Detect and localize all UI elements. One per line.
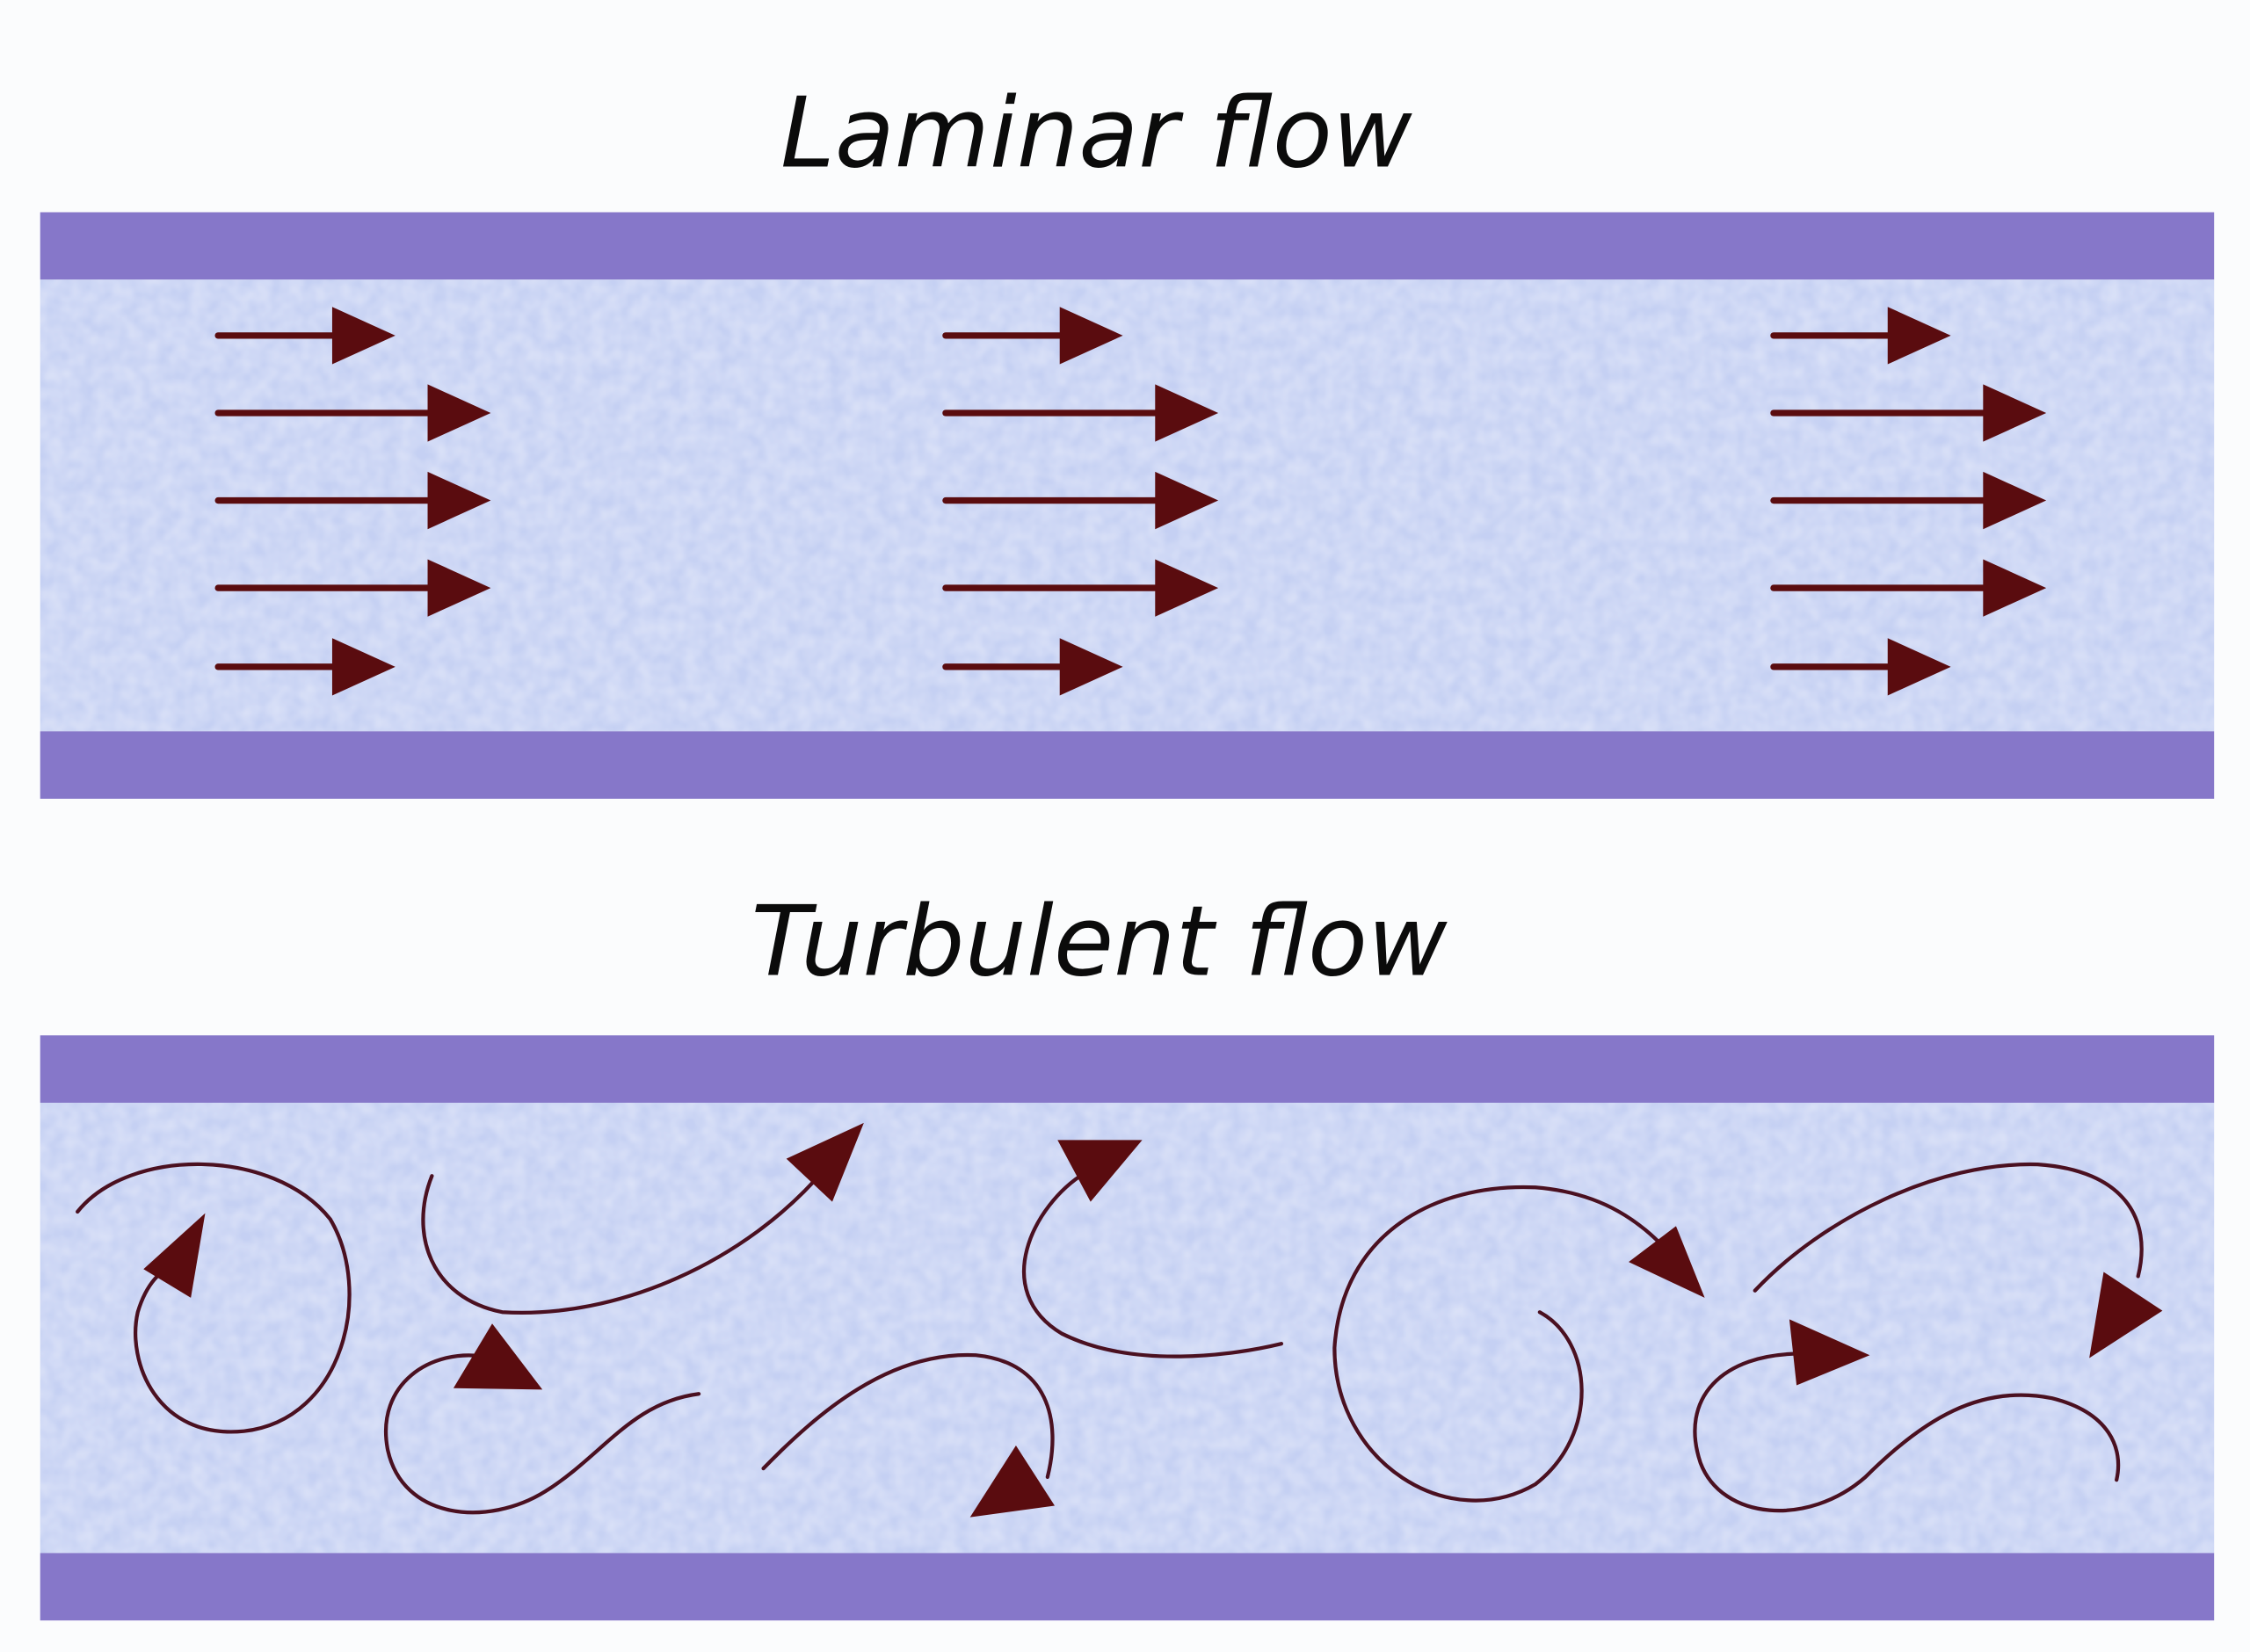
turbulent-title: Turbulent flow — [751, 886, 1448, 999]
laminar-arrow — [214, 559, 491, 617]
laminar-arrow — [1770, 384, 2047, 442]
eddy-3 — [384, 1323, 701, 1515]
arrow-head — [1155, 384, 1219, 442]
arrow-head — [1887, 638, 1951, 696]
eddy-7 — [1753, 1163, 2163, 1359]
laminar-arrow — [942, 384, 1219, 442]
laminar-arrow — [942, 471, 1219, 530]
arrow-head — [331, 638, 396, 696]
laminar-arrow — [214, 471, 491, 530]
laminar-arrow — [1770, 559, 2047, 617]
arrow-head — [1059, 307, 1123, 365]
laminar-panel: Laminar flow — [40, 76, 2215, 799]
eddy-4 — [761, 1352, 1055, 1518]
laminar-arrow — [214, 384, 491, 442]
arrow-head — [427, 471, 491, 530]
laminar-arrow — [942, 559, 1219, 617]
turbulent-bottom-wall — [40, 1553, 2215, 1621]
laminar-title: Laminar flow — [780, 76, 1412, 190]
laminar-arrow — [942, 638, 1123, 696]
arrow-head — [1155, 471, 1219, 530]
arrow-head — [1155, 559, 1219, 617]
turbulent-fluid — [40, 1102, 2215, 1554]
eddy-6 — [1332, 1185, 1705, 1503]
turbulent-top-wall — [40, 1035, 2215, 1103]
laminar-arrows — [214, 307, 2047, 696]
turbulent-panel: Turbulent flow — [40, 886, 2215, 1621]
arrow-head — [1059, 638, 1123, 696]
arrow-head — [1983, 559, 2047, 617]
eddy-5 — [1022, 1140, 1284, 1359]
arrow-head — [427, 559, 491, 617]
laminar-arrow — [1770, 471, 2047, 530]
laminar-fluid — [40, 279, 2215, 732]
laminar-arrow — [942, 307, 1123, 365]
eddy-2 — [421, 1122, 864, 1315]
arrow-head — [331, 307, 396, 365]
eddy-8 — [1693, 1319, 2121, 1513]
laminar-arrow — [214, 307, 396, 365]
arrow-head — [427, 384, 491, 442]
laminar-arrow — [1770, 307, 1951, 365]
laminar-top-wall — [40, 212, 2215, 280]
arrow-head — [1887, 307, 1951, 365]
laminar-bottom-wall — [40, 731, 2215, 799]
arrow-head — [1983, 384, 2047, 442]
eddy-1 — [76, 1162, 352, 1434]
laminar-arrow — [1770, 638, 1951, 696]
laminar-arrow — [214, 638, 396, 696]
arrow-head — [1983, 471, 2047, 530]
